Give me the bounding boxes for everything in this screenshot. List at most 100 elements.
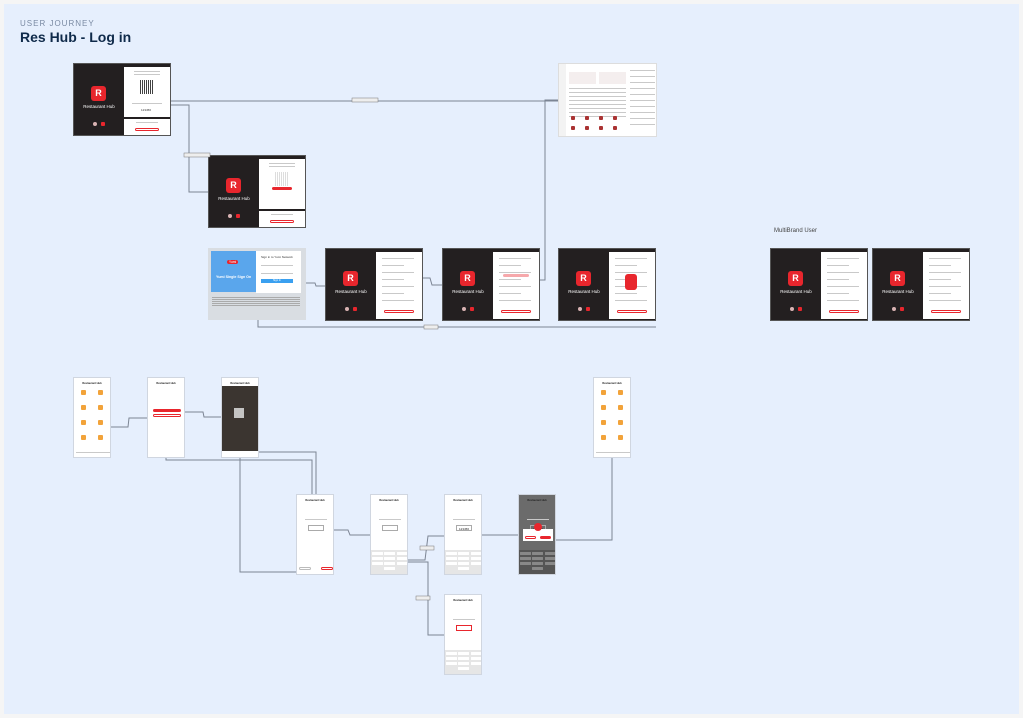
keypad-key[interactable]	[458, 567, 470, 570]
keypad-key[interactable]	[372, 562, 383, 565]
keypad-key[interactable]	[532, 567, 544, 570]
keypad-key[interactable]	[446, 652, 457, 655]
keypad-key[interactable]	[384, 567, 396, 570]
flow-connector[interactable]	[423, 277, 442, 286]
keypad-key[interactable]	[446, 552, 457, 555]
keypad-key[interactable]	[384, 552, 396, 555]
app-tile-icon[interactable]	[601, 405, 606, 410]
keypad[interactable]	[445, 650, 481, 674]
keypad[interactable]	[519, 550, 555, 574]
password-field[interactable]	[261, 273, 293, 274]
keypad-key[interactable]	[372, 552, 383, 555]
phone-code-error[interactable]: Restaurant Hub	[444, 594, 482, 675]
app-tile-icon[interactable]	[618, 390, 623, 395]
keypad-key[interactable]	[470, 657, 481, 660]
app-tile-icon[interactable]	[601, 420, 606, 425]
keypad-key[interactable]	[458, 557, 470, 560]
sign-in-button[interactable]: Sign In	[261, 279, 293, 283]
design-canvas[interactable]: USER JOURNEY Res Hub - Log in MultiBrand…	[4, 4, 1019, 714]
keypad-key[interactable]	[520, 562, 531, 565]
cancel-button[interactable]	[299, 567, 311, 570]
app-tile-icon[interactable]	[618, 435, 623, 440]
keypad-key[interactable]	[458, 552, 470, 555]
pin-input[interactable]: 123456	[456, 525, 472, 531]
flow-connector[interactable]	[257, 320, 656, 328]
keypad-key[interactable]	[372, 557, 383, 560]
app-tile-icon[interactable]	[98, 405, 103, 410]
keypad[interactable]	[445, 550, 481, 574]
keypad-key[interactable]	[446, 657, 457, 660]
app-tile-icon[interactable]	[98, 435, 103, 440]
keypad-key[interactable]	[446, 557, 457, 560]
keypad-key[interactable]	[458, 662, 470, 665]
keypad-key[interactable]	[520, 552, 531, 555]
keypad-key[interactable]	[396, 557, 407, 560]
phone-code-keypad[interactable]: Restaurant Hub	[370, 494, 408, 575]
keypad-key[interactable]	[544, 557, 555, 560]
app-tile-icon[interactable]	[618, 405, 623, 410]
login-button[interactable]	[135, 128, 159, 131]
flow-connector[interactable]	[259, 451, 317, 494]
action-button[interactable]	[501, 310, 531, 313]
app-tile-icon[interactable]	[81, 420, 86, 425]
app-tile-icon[interactable]	[81, 405, 86, 410]
keypad-key[interactable]	[520, 557, 531, 560]
flow-connector[interactable]	[185, 411, 221, 418]
action-button[interactable]	[617, 310, 647, 313]
flow-connector[interactable]	[111, 417, 147, 428]
phone-qr-scanner[interactable]: Restaurant Hub	[221, 377, 259, 458]
keypad-key[interactable]	[384, 562, 396, 565]
refresh-button[interactable]	[272, 187, 292, 190]
resend-button[interactable]	[321, 567, 333, 570]
action-button[interactable]	[931, 310, 961, 313]
username-field[interactable]	[261, 265, 293, 266]
keypad-key[interactable]	[532, 562, 544, 565]
dialog-cancel-button[interactable]	[525, 536, 536, 539]
keypad-key[interactable]	[396, 552, 407, 555]
pin-input[interactable]	[456, 625, 472, 631]
keypad-key[interactable]	[384, 557, 396, 560]
app-tile-icon[interactable]	[618, 420, 623, 425]
keypad-key[interactable]	[544, 562, 555, 565]
flow-connector[interactable]	[306, 282, 325, 287]
flow-connector[interactable]	[171, 104, 208, 193]
keypad-key[interactable]	[532, 557, 544, 560]
keypad-key[interactable]	[544, 552, 555, 555]
app-tile-icon[interactable]	[81, 390, 86, 395]
phone-app-home[interactable]: Restaurant Hub	[73, 377, 111, 458]
keypad-key[interactable]	[470, 557, 481, 560]
flow-connector[interactable]	[334, 529, 370, 536]
app-tile-icon[interactable]	[601, 390, 606, 395]
dashboard-frame[interactable]	[558, 63, 657, 137]
app-tile-icon[interactable]	[98, 390, 103, 395]
keypad-key[interactable]	[470, 552, 481, 555]
keypad[interactable]	[371, 550, 407, 574]
flow-connector[interactable]	[239, 458, 296, 573]
phone-app-home-logged-in[interactable]: Restaurant Hub	[593, 377, 631, 458]
app-tile-icon[interactable]	[601, 435, 606, 440]
keypad-key[interactable]	[458, 652, 470, 655]
action-button[interactable]	[829, 310, 859, 313]
keypad-key[interactable]	[458, 562, 470, 565]
flow-connector[interactable]	[540, 99, 558, 281]
flow-connector[interactable]	[556, 458, 613, 541]
keypad-key[interactable]	[396, 562, 407, 565]
pin-input[interactable]	[382, 525, 398, 531]
flow-connector[interactable]	[165, 458, 313, 494]
login-button[interactable]	[270, 220, 294, 223]
keypad-key[interactable]	[470, 652, 481, 655]
pin-input[interactable]	[308, 525, 324, 531]
phone-login-choice[interactable]: Restaurant Hub	[147, 377, 185, 458]
keypad-key[interactable]	[446, 662, 457, 665]
app-tile-icon[interactable]	[81, 435, 86, 440]
dialog-confirm-button[interactable]	[540, 536, 551, 539]
keypad-key[interactable]	[532, 552, 544, 555]
